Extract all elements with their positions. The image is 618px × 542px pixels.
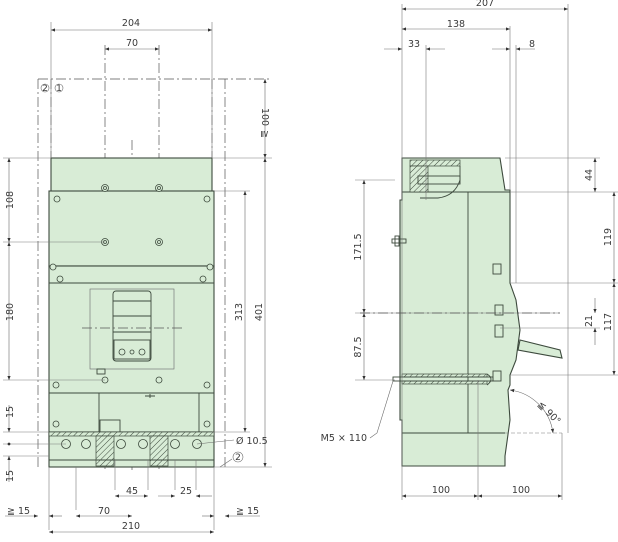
dim-height-313: 313 [234,303,245,321]
dim-depth-138: 138 [447,19,465,30]
mounting-holes [49,184,214,428]
dim-height-108: 108 [5,191,16,209]
terminal-block [48,431,215,468]
dim-hole-diameter: Ø 10.5 [236,436,268,447]
dim-depth-207: 207 [476,0,494,9]
front-view: 204 70 2 1 100 ≧ 401 313 108 180 15 15 Ø… [3,18,272,534]
dim-height-119: 119 [603,228,614,246]
dim-angle: 90° [543,407,563,427]
dim-width-top: 204 [122,18,140,29]
callout-2: 2 [42,84,48,94]
dim-offset-33: 33 [408,39,420,50]
dim-height-117: 117 [603,313,614,331]
dim-offset-8: 8 [529,39,535,50]
dim-height-21: 21 [584,315,595,327]
dim-height-401: 401 [254,303,265,321]
dim-clearance-top: 100 [259,108,270,126]
dim-clearance-symbol: ≧ [259,130,270,138]
side-view: 207 138 33 8 44 119 117 21 171.5 87.5 M5… [321,0,618,500]
dim-height-171-5: 171.5 [353,233,364,260]
dim-bottom-100-right: 100 [512,485,530,496]
dim-terminal-15-bottom: 15 [5,470,16,482]
dim-side-clear-right: ≧ 15 [236,506,259,517]
dim-height-180: 180 [5,303,16,321]
dim-hole-spacing-top: 70 [126,38,138,49]
dim-terminal-15-top: 15 [5,406,16,418]
callout-2-bottom: 2 [235,453,241,463]
handle-window [82,288,184,375]
dim-height-44: 44 [584,169,595,181]
dim-height-87-5: 87.5 [353,336,364,357]
breaker-body-front [50,157,213,193]
screw-label: M5 × 110 [321,433,367,444]
dim-spacing-70: 70 [98,506,110,517]
dim-width-bottom: 210 [122,521,140,532]
breaker-body-side [399,157,521,467]
dim-spacing-25: 25 [180,486,192,497]
dim-spacing-45: 45 [126,486,138,497]
dim-bottom-100-left: 100 [432,485,450,496]
handle-lever [517,339,563,359]
callout-1: 1 [56,84,62,94]
dim-side-clear-left: ≧ 15 [7,506,30,517]
